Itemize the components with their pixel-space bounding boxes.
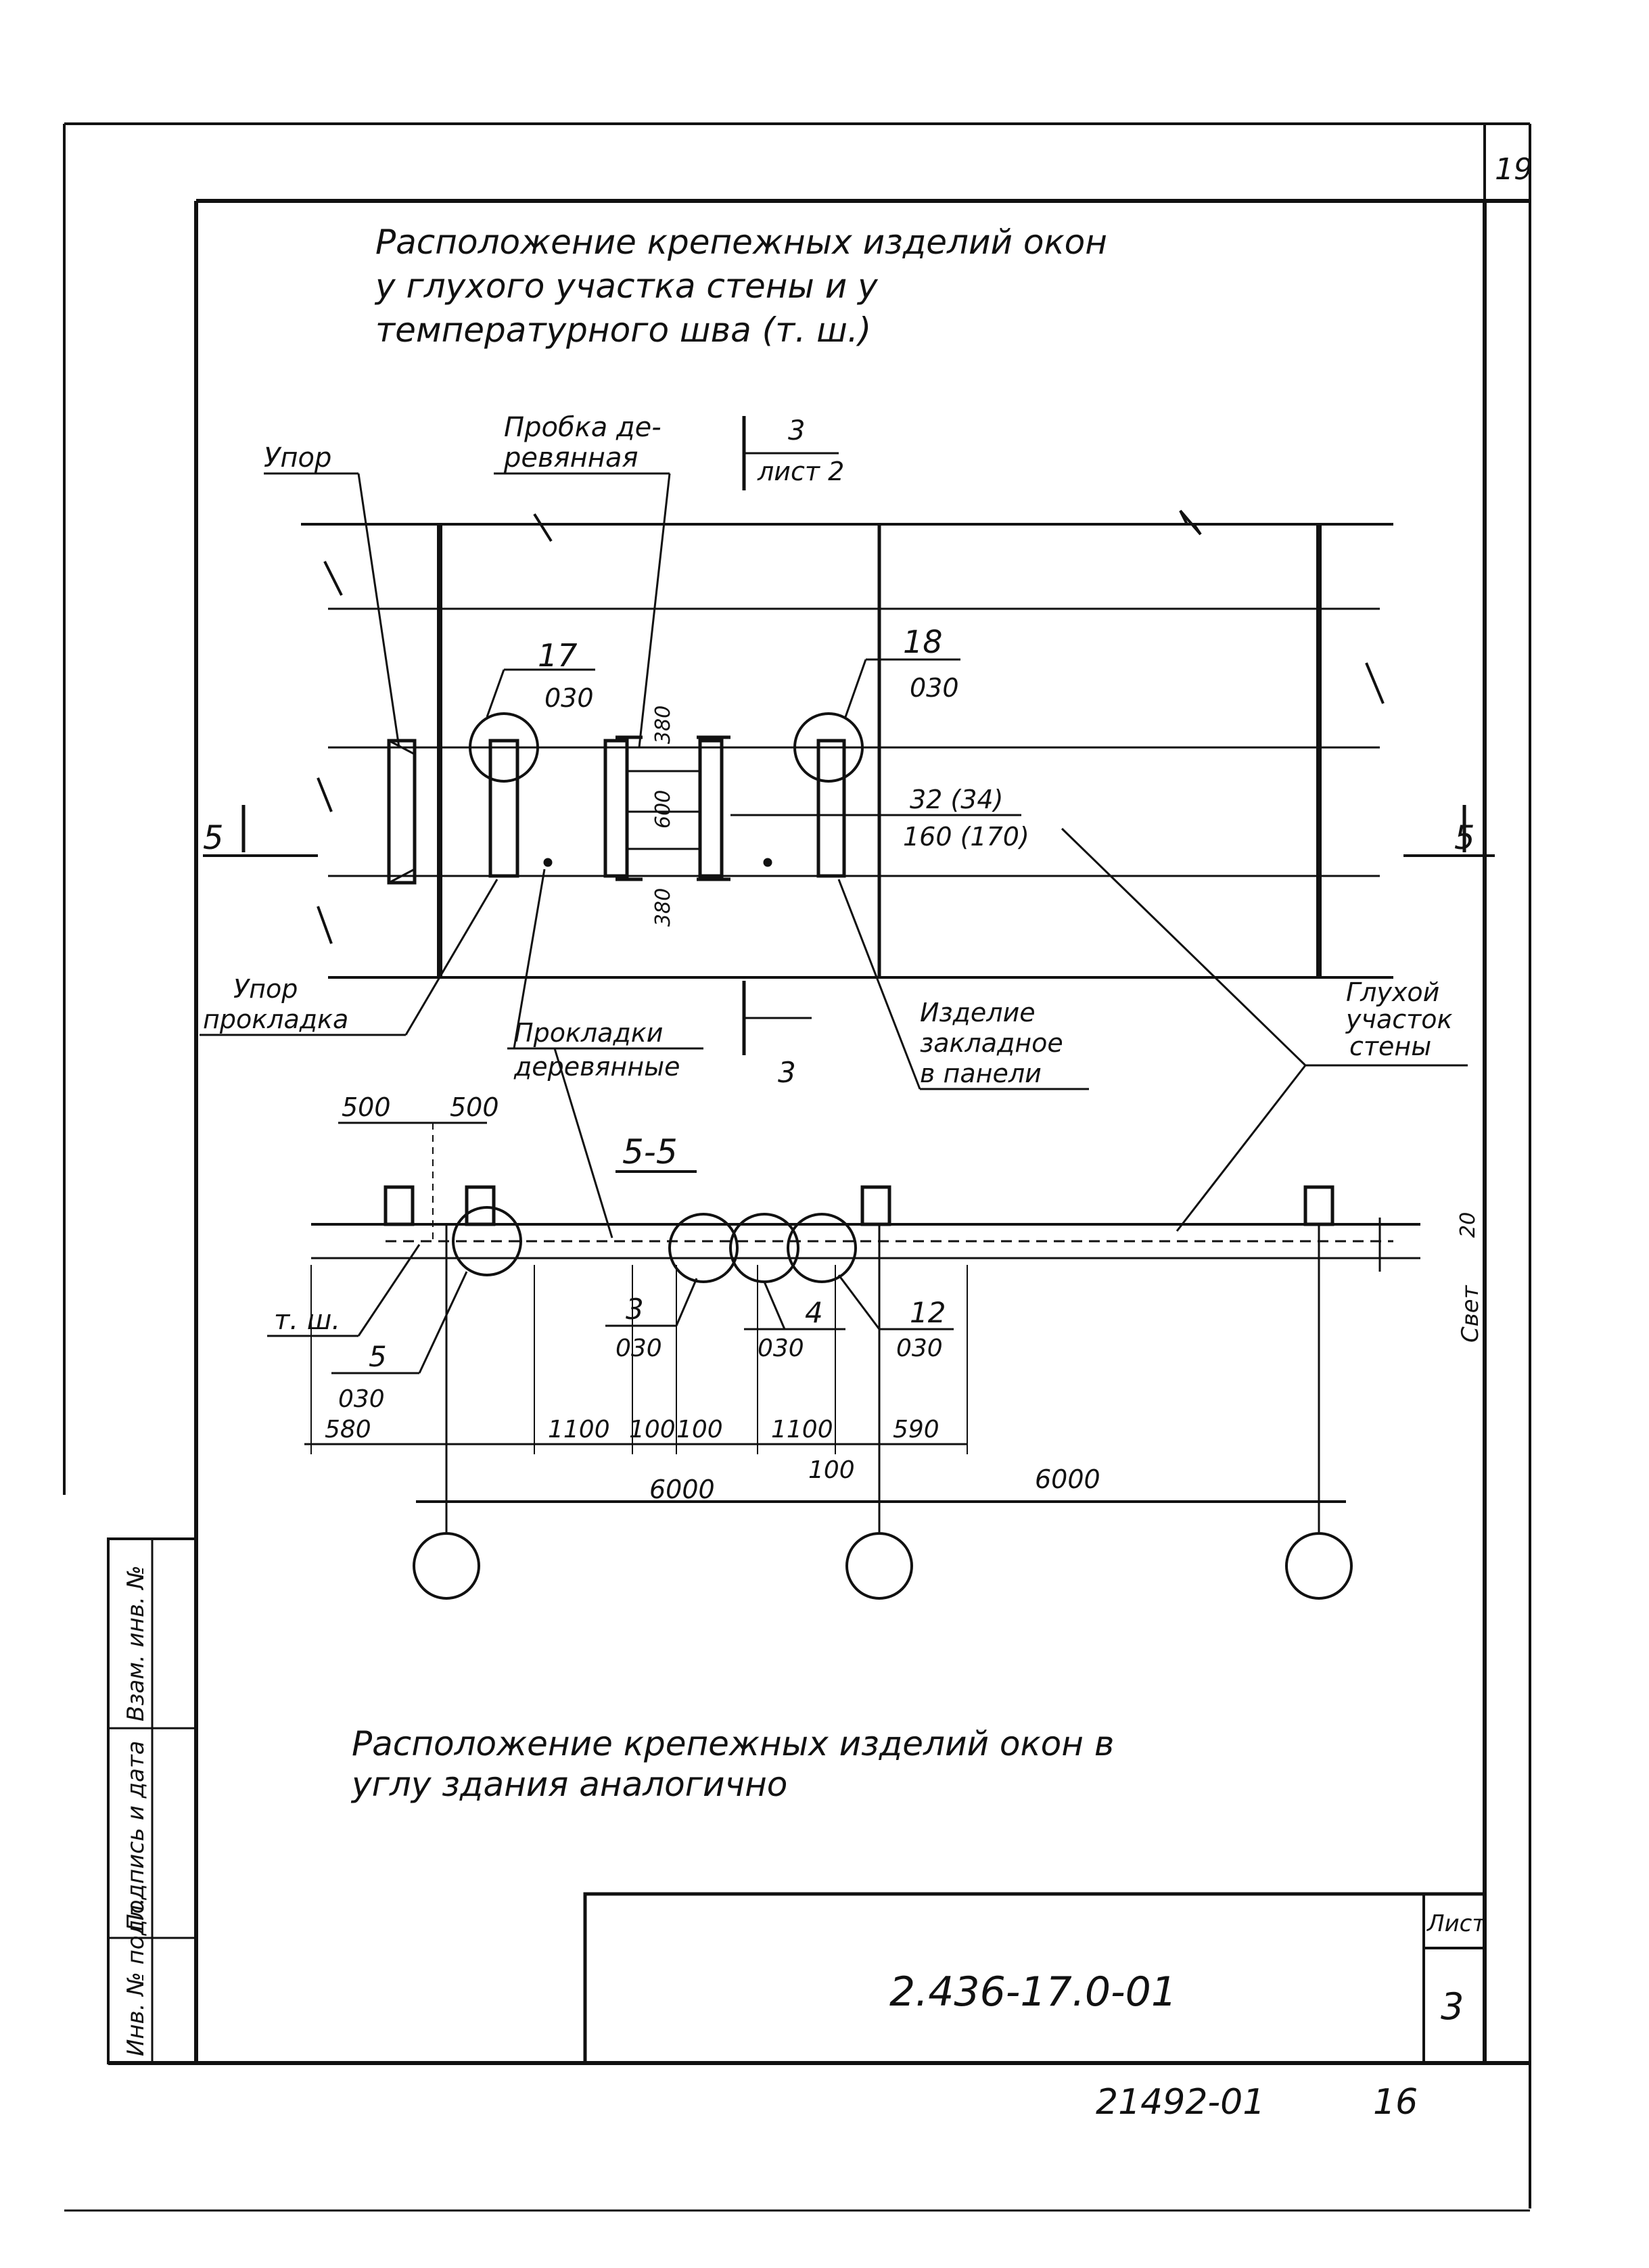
- label-upor-prokladka-1: Упор: [233, 974, 298, 1004]
- bottom-archive-code: 21492-01: [1096, 2082, 1265, 2123]
- dim-380-top: 380: [651, 705, 675, 744]
- label-probka-1: Пробка де-: [504, 412, 661, 443]
- dim-590: 590: [893, 1416, 939, 1443]
- axis-bubble-1: [413, 1532, 480, 1600]
- title-line-1: Расположение крепежных изделий окон: [375, 223, 1107, 262]
- dim-1100-right: 1100: [771, 1416, 833, 1443]
- node17-number: 17: [538, 637, 578, 674]
- dim-600: 600: [651, 790, 675, 829]
- title-block: 2.436-17.0-01 Лист 3: [583, 1892, 1487, 2065]
- bottom-page-number: 16: [1373, 2082, 1418, 2123]
- sheet-label: Лист: [1426, 1910, 1486, 1937]
- outer-frame: [63, 122, 1531, 2212]
- dim-500-right: 500: [450, 1092, 499, 1122]
- title-line-3: температурного шва (т. ш.): [375, 310, 871, 350]
- dim-6000-left: 6000: [649, 1475, 715, 1504]
- section-ref-bottom: 3: [778, 1056, 796, 1089]
- section-view: 500 500 5-5 20 Свет т. ш. 5 030 3: [267, 1092, 1486, 1600]
- label-tsh: т. ш.: [274, 1305, 340, 1336]
- dim-100-b: 100: [676, 1416, 723, 1443]
- section-ref-number: 3: [788, 415, 805, 446]
- section-title: 5-5: [622, 1132, 678, 1172]
- node5-sheet: 030: [338, 1385, 385, 1413]
- label-glukhoy-1: Глухой: [1346, 977, 1439, 1007]
- title-block-text: Расположение крепежных изделий окон у гл…: [374, 223, 1107, 350]
- label-glukhoy-3: стены: [1349, 1032, 1431, 1061]
- label-izdelie-1: Изделие: [920, 998, 1036, 1027]
- node5-number: 5: [369, 1340, 387, 1373]
- stamp-podpis: Подпись и дата: [122, 1740, 149, 1931]
- dim-580: 580: [325, 1416, 371, 1443]
- label-glukhoy-2: участок: [1345, 1004, 1453, 1034]
- dim-100-a: 100: [629, 1416, 676, 1443]
- node4-sheet: 030: [758, 1335, 804, 1362]
- label-izdelie-3: в панели: [920, 1059, 1042, 1088]
- plan-view: [301, 509, 1393, 979]
- node17-sheet: 030: [544, 683, 594, 713]
- dim-380-bottom: 380: [651, 888, 675, 927]
- label-upor-prokladka-2: прокладка: [203, 1004, 348, 1034]
- label-prokladki-1: Прокладки: [514, 1018, 663, 1048]
- rod-top: 32 (34): [910, 785, 1003, 814]
- label-izdelie-2: закладное: [920, 1028, 1063, 1058]
- plan-labels: Упор Пробка де- ревянная 3 лист 2 17 030…: [200, 412, 1495, 1239]
- note-line-2: углу здания аналогично: [350, 1765, 787, 1804]
- dim-6000-right: 6000: [1035, 1464, 1100, 1494]
- stamp-inv-podl: Инв. № подл.: [122, 1897, 149, 2056]
- dim-20: 20: [1456, 1212, 1480, 1238]
- stamp-vzam: Взам. инв. №: [122, 1565, 149, 1721]
- section-ref-sheet: лист 2: [757, 457, 844, 486]
- label-svet: Свет: [1457, 1285, 1484, 1343]
- label-prokladki-2: деревянные: [513, 1052, 680, 1082]
- dim-100-lower: 100: [808, 1456, 855, 1484]
- corner-sheet-number: 19: [1495, 152, 1533, 187]
- node12-sheet: 030: [896, 1335, 943, 1362]
- note-block: Расположение крепежных изделий окон в уг…: [350, 1724, 1114, 1804]
- label-upor: Упор: [264, 442, 331, 473]
- axis-bubble-2: [845, 1532, 913, 1600]
- note-line-1: Расположение крепежных изделий окон в: [352, 1724, 1114, 1763]
- section-mark-left: 5: [203, 819, 224, 857]
- title-line-2: у глухого участка стены и у: [374, 267, 879, 306]
- axis-bubble-3: [1285, 1532, 1353, 1600]
- label-probka-2: ревянная: [503, 442, 638, 473]
- dim-1100-left: 1100: [548, 1416, 610, 1443]
- sheet-number: 3: [1441, 1985, 1464, 2028]
- rod-bottom: 160 (170): [903, 822, 1029, 852]
- dim-500-left: 500: [342, 1092, 391, 1122]
- node18-sheet: 030: [910, 673, 959, 703]
- node12-number: 12: [910, 1296, 946, 1329]
- node3-number: 3: [626, 1293, 644, 1326]
- document-code: 2.436-17.0-01: [889, 1968, 1177, 2016]
- inner-frame: [108, 124, 1530, 2065]
- node3-sheet: 030: [616, 1335, 662, 1362]
- node4-number: 4: [805, 1296, 823, 1329]
- node18-number: 18: [903, 624, 943, 660]
- side-stamp: Инв. № подл. Подпись и дата Взам. инв. №: [107, 1537, 198, 2064]
